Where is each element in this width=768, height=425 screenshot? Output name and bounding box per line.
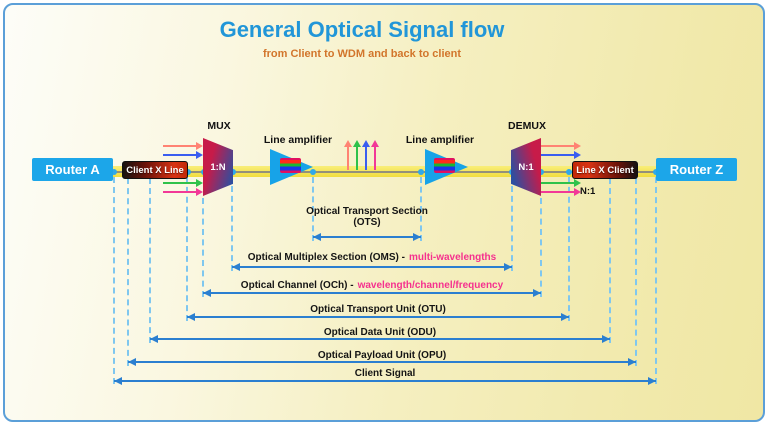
layer-arrow xyxy=(114,377,656,385)
guide-line xyxy=(312,177,314,241)
guide-line xyxy=(113,177,115,384)
amplifier-right-title: Line amplifier xyxy=(405,134,475,146)
amplifier-gain-stripes-icon xyxy=(434,158,455,173)
guide-line xyxy=(568,177,570,321)
multiwavelength-up-arrow-green xyxy=(353,140,361,170)
multiwavelength-up-arrow-salmon xyxy=(344,140,352,170)
layer-label: Optical Payload Unit (OPU) xyxy=(317,350,447,361)
guide-line xyxy=(635,178,637,366)
line-transponder-label: Line X Client xyxy=(572,161,638,179)
fiber-junction-dot xyxy=(566,169,572,175)
wavelength-arrow-green xyxy=(541,179,581,187)
router-z-box: Router Z xyxy=(656,158,737,181)
guide-line xyxy=(511,186,513,271)
wavelength-arrow-green xyxy=(163,179,203,187)
layer-label: Optical Transport Unit (OTU) xyxy=(310,304,446,315)
amplifier-gain-stripes-icon xyxy=(280,158,301,173)
fiber-junction-dot xyxy=(230,169,236,175)
layer-label: Optical Transport Section (OTS) xyxy=(306,206,428,228)
layer-arrow xyxy=(232,263,512,271)
diagram-frame xyxy=(3,3,765,422)
page-subtitle: from Client to WDM and back to client xyxy=(262,48,462,60)
demux-ratio-callout: N:1 xyxy=(580,186,596,197)
multiwavelength-up-arrow-blue xyxy=(362,140,370,170)
mux-ratio-label: 1:N xyxy=(210,161,226,173)
guide-line xyxy=(231,186,233,271)
fiber-junction-dot xyxy=(111,169,117,175)
layer-arrow xyxy=(150,335,610,343)
layer-arrow xyxy=(203,289,541,297)
page-title: General Optical Signal flow xyxy=(219,17,505,42)
mux-title: MUX xyxy=(207,120,231,132)
fiber-core-line xyxy=(113,171,657,173)
amplifier-left-title: Line amplifier xyxy=(263,134,333,146)
wavelength-arrow-magenta xyxy=(163,188,203,196)
wavelength-arrow-magenta xyxy=(541,188,581,196)
router-a-box: Router A xyxy=(32,158,113,181)
layer-label: Optical Channel (OCh) -wavelength/channe… xyxy=(240,280,504,291)
fiber-junction-dot xyxy=(418,169,424,175)
layer-arrow xyxy=(128,358,636,366)
guide-line xyxy=(609,178,611,343)
layer-arrow xyxy=(313,233,421,241)
fiber-junction-dot xyxy=(185,169,191,175)
multiwavelength-up-arrow-magenta xyxy=(371,140,379,170)
guide-line xyxy=(186,177,188,321)
fiber-junction-dot xyxy=(538,169,544,175)
wavelength-arrow-blue xyxy=(541,151,581,159)
guide-line xyxy=(420,177,422,241)
fiber-junction-dot xyxy=(310,169,316,175)
layer-label: Optical Data Unit (ODU) xyxy=(323,327,437,338)
guide-line xyxy=(149,178,151,343)
guide-line xyxy=(540,198,542,297)
client-transponder-label: Client X Line xyxy=(122,161,188,179)
guide-line xyxy=(655,177,657,384)
guide-line xyxy=(127,178,129,366)
demux-ratio-label: N:1 xyxy=(518,161,534,173)
wavelength-arrow-salmon xyxy=(541,142,581,150)
wavelength-arrow-blue xyxy=(163,151,203,159)
guide-line xyxy=(202,198,204,297)
wavelength-arrow-salmon xyxy=(163,142,203,150)
demux-title: DEMUX xyxy=(508,120,546,132)
layer-label: Client Signal xyxy=(354,368,416,379)
layer-arrow xyxy=(187,313,569,321)
layer-label: Optical Multiplex Section (OMS) -multi-w… xyxy=(247,252,497,263)
